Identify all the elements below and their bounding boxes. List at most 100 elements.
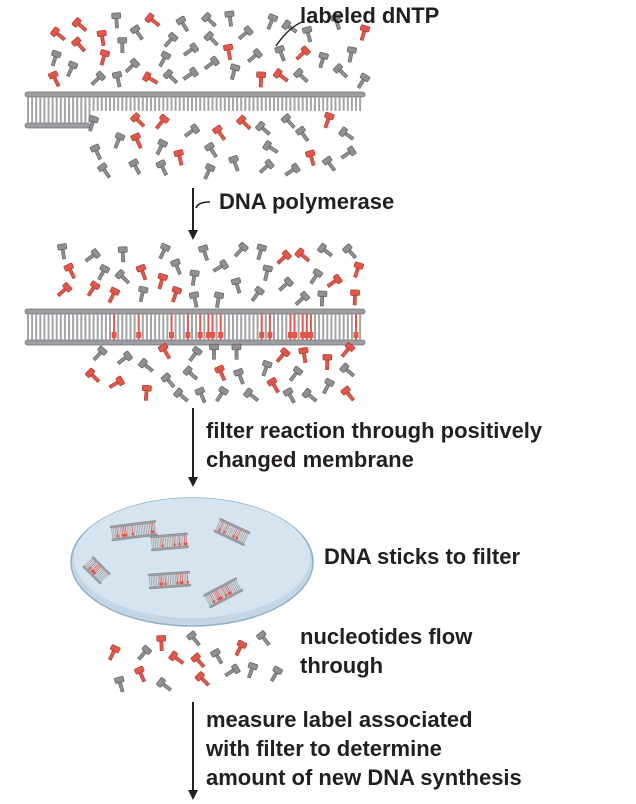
nucleotide-icon: [212, 124, 227, 141]
nucleotide-icon: [63, 262, 77, 280]
down-arrow: [188, 188, 198, 240]
dna-duplex-extended: [24, 308, 366, 346]
nucleotide-icon: [129, 24, 144, 41]
nucleotide-icon: [318, 51, 329, 69]
nucleotide-icon: [155, 138, 168, 156]
nucleotide-icon: [113, 132, 126, 149]
nucleotide-icon: [317, 290, 328, 307]
nucleotide-icon: [256, 243, 267, 261]
nucleotide-icon: [163, 32, 179, 48]
nucleotide-icon: [117, 246, 128, 263]
nucleotide-icon: [284, 162, 301, 177]
nucleotide-icon: [155, 159, 169, 176]
nucleotide-icon: [247, 48, 263, 63]
nucleotide-icon: [175, 15, 190, 33]
nucleotide-icon: [250, 285, 265, 302]
nucleotide-icon: [346, 46, 357, 63]
label-labeled-dntp: labeled dNTP: [300, 3, 440, 28]
nucleotide-icon: [258, 159, 275, 174]
nucleotide-icon: [210, 648, 224, 665]
dna-duplex: [213, 518, 251, 546]
nucleotide-icon: [243, 387, 260, 402]
nucleotide-icon: [135, 263, 148, 281]
dna-duplex: [203, 577, 244, 609]
nucleotide-icon: [342, 243, 358, 260]
nucleotide-icon: [262, 140, 279, 154]
nucleotide-icon: [224, 663, 241, 678]
nucleotide-icon: [261, 360, 273, 377]
nucleotide-icon: [282, 387, 296, 404]
nucleotide-icon: [182, 365, 199, 381]
nucleotide-icon: [214, 291, 225, 308]
nucleotide-icon: [323, 111, 335, 129]
label-filter-step-line1: filter reaction through positively: [206, 418, 543, 443]
nucleotide-icon: [339, 362, 356, 378]
nucleotide-icon: [301, 25, 313, 43]
dna-duplex: [149, 532, 190, 552]
nucleotide-icon: [256, 630, 271, 647]
nucleotide-icon: [130, 132, 143, 149]
nucleotide-icon: [89, 143, 103, 161]
nucleotide-icon: [173, 387, 189, 403]
nucleotide-icon: [138, 358, 154, 373]
nucleotide-icon: [272, 68, 289, 83]
nucleotide-icon: [203, 55, 220, 71]
nucleotide-icon: [170, 258, 182, 276]
nucleotide-icon: [280, 113, 296, 129]
label-flow-line1: nucleotides flow: [300, 624, 473, 649]
label-measure-line3: amount of new DNA synthesis: [206, 765, 522, 790]
nucleotide-icon: [237, 25, 254, 41]
nucleotide-icon: [288, 365, 304, 382]
nucleotide-icon: [255, 121, 271, 136]
nucleotide-icon: [137, 645, 152, 661]
nucleotide-icon: [158, 242, 171, 260]
nucleotide-icon: [186, 630, 201, 647]
nucleotide-icon: [96, 29, 107, 47]
label-measure-line1: measure label associated: [206, 707, 473, 732]
nucleotide-icon: [332, 63, 349, 79]
nucleotide-icon: [228, 155, 240, 172]
nucleotide-icon: [134, 665, 147, 683]
nucleotide-icon: [111, 12, 122, 29]
nucleotide-icon: [160, 372, 176, 389]
nucleotide-icon: [190, 652, 206, 669]
nucleotide-icon: [215, 386, 229, 403]
nucleotide-icon: [212, 259, 229, 273]
nucleotide-icon: [188, 346, 203, 363]
nucleotide-icon: [50, 49, 62, 67]
nucleotide-icon: [203, 163, 216, 180]
nucleotide-icon: [183, 123, 200, 138]
nucleotide-icon: [203, 31, 219, 47]
nucleotide-icon: [173, 149, 184, 166]
label-filter-step-line2: changed membrane: [206, 447, 414, 472]
nucleotide-icon: [295, 45, 311, 61]
nucleotide-icon: [294, 291, 311, 306]
nucleotide-icon: [114, 675, 125, 693]
nucleotide-icon: [182, 66, 199, 81]
down-arrow: [188, 408, 198, 487]
nucleotide-icon: [57, 243, 68, 260]
nucleotide-icon: [182, 42, 199, 57]
nucleotide-icon: [233, 368, 245, 385]
pointer-line: [275, 21, 303, 47]
nucleotide-icon: [231, 343, 242, 360]
nucleotide-icon: [309, 268, 324, 285]
nucleotide-icon: [50, 26, 66, 42]
nucleotide-icon: [117, 37, 128, 53]
nucleotide-icon: [293, 67, 309, 83]
nucleotide-icon: [97, 162, 112, 179]
nucleotide-icon: [158, 50, 172, 68]
nucleotide-icon: [114, 269, 131, 285]
nucleotide-icon: [198, 244, 209, 262]
nucleotide-icon: [116, 350, 133, 365]
nucleotide-icon: [107, 644, 121, 661]
nucleotide-icon: [97, 264, 110, 281]
nucleotide-icon: [274, 45, 286, 62]
nucleotide-icon: [224, 10, 235, 27]
nucleotide-icon: [92, 345, 108, 362]
nucleotide-icon: [233, 241, 249, 258]
nucleotide-icon: [266, 13, 279, 30]
nucleotide-icon: [330, 13, 341, 31]
nucleotide-icon: [353, 261, 365, 279]
nucleotide-icon: [154, 113, 170, 130]
